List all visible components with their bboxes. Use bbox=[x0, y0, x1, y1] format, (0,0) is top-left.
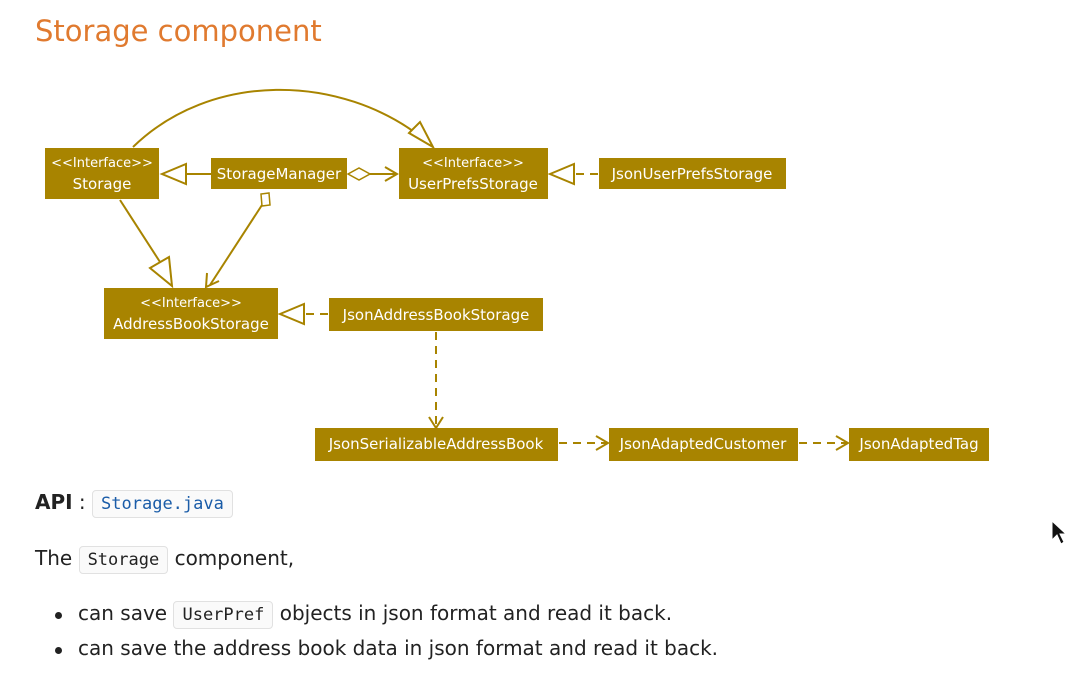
json-user-prefs-storage-name: JsonUserPrefsStorage bbox=[611, 165, 773, 183]
storagemanager-to-addressbook-line bbox=[209, 204, 263, 286]
storage-class-diagram: <<Interface>> Storage StorageManager <<I… bbox=[45, 88, 989, 461]
storagemanager-to-storage-head bbox=[159, 162, 187, 186]
intro-prefix: The bbox=[35, 546, 73, 570]
address-book-storage-box: <<Interface>> AddressBookStorage bbox=[104, 288, 278, 339]
api-label: API bbox=[35, 490, 73, 514]
storage-interface-box: <<Interface>> Storage bbox=[45, 148, 159, 199]
jsonuserprefs-to-userprefs-head bbox=[547, 162, 575, 186]
user-prefs-storage-stereotype: <<Interface>> bbox=[422, 156, 524, 171]
json-address-book-storage-name: JsonAddressBookStorage bbox=[342, 306, 530, 324]
aggregation-diamond-icon-2 bbox=[260, 192, 271, 207]
storage-stereotype: <<Interface>> bbox=[51, 156, 153, 171]
json-address-book-storage-box: JsonAddressBookStorage bbox=[329, 298, 543, 331]
userpref-code: UserPref bbox=[173, 601, 274, 629]
intro-paragraph: The Storage component, bbox=[35, 546, 295, 574]
user-prefs-storage-name: UserPrefsStorage bbox=[408, 175, 538, 193]
capability-list: can save UserPref objects in json format… bbox=[55, 601, 718, 671]
json-adapted-tag-name: JsonAdaptedTag bbox=[858, 435, 978, 453]
storage-to-userprefs-head bbox=[407, 120, 436, 150]
address-book-storage-name: AddressBookStorage bbox=[113, 315, 269, 333]
section-heading: Storage component bbox=[35, 14, 322, 48]
serializable-to-customer-head bbox=[595, 435, 610, 451]
user-prefs-storage-box: <<Interface>> UserPrefsStorage bbox=[399, 148, 548, 199]
json-serializable-address-book-name: JsonSerializableAddressBook bbox=[328, 435, 544, 453]
storage-manager-box: StorageManager bbox=[211, 158, 347, 189]
storage-name: Storage bbox=[73, 175, 132, 193]
address-book-storage-stereotype: <<Interface>> bbox=[140, 296, 242, 311]
list-item: can save UserPref objects in json format… bbox=[55, 601, 718, 636]
storage-to-userprefs-arrow bbox=[132, 88, 426, 148]
json-adapted-customer-box: JsonAdaptedCustomer bbox=[609, 428, 798, 461]
customer-to-tag-head bbox=[835, 435, 850, 451]
json-adapted-customer-name: JsonAdaptedCustomer bbox=[619, 435, 787, 453]
json-adapted-tag-box: JsonAdaptedTag bbox=[849, 428, 989, 461]
json-user-prefs-storage-box: JsonUserPrefsStorage bbox=[599, 158, 786, 189]
intro-suffix: component, bbox=[174, 546, 295, 570]
json-serializable-address-book-box: JsonSerializableAddressBook bbox=[315, 428, 558, 461]
bullet-2-text: can save the address book data in json f… bbox=[78, 636, 719, 660]
storage-code: Storage bbox=[78, 546, 169, 574]
mouse-cursor-icon bbox=[1051, 520, 1067, 545]
api-line: API : Storage.java bbox=[35, 490, 233, 518]
api-separator: : bbox=[72, 490, 93, 514]
storagemanager-to-userprefs-head bbox=[384, 166, 399, 182]
bullet-1-suffix: objects in json format and read it back. bbox=[279, 601, 673, 625]
storage-to-addressbook-line bbox=[119, 199, 161, 263]
aggregation-diamond-icon bbox=[346, 167, 372, 181]
list-item: can save the address book data in json f… bbox=[55, 636, 718, 671]
storage-to-addressbook-head bbox=[148, 255, 174, 289]
bullet-1-prefix: can save bbox=[78, 601, 168, 625]
storage-java-link[interactable]: Storage.java bbox=[92, 490, 233, 518]
storage-manager-name: StorageManager bbox=[217, 165, 342, 183]
storagemanager-to-addressbook-head bbox=[204, 272, 220, 289]
jsonaddressbook-to-addressbook-head bbox=[277, 302, 305, 326]
